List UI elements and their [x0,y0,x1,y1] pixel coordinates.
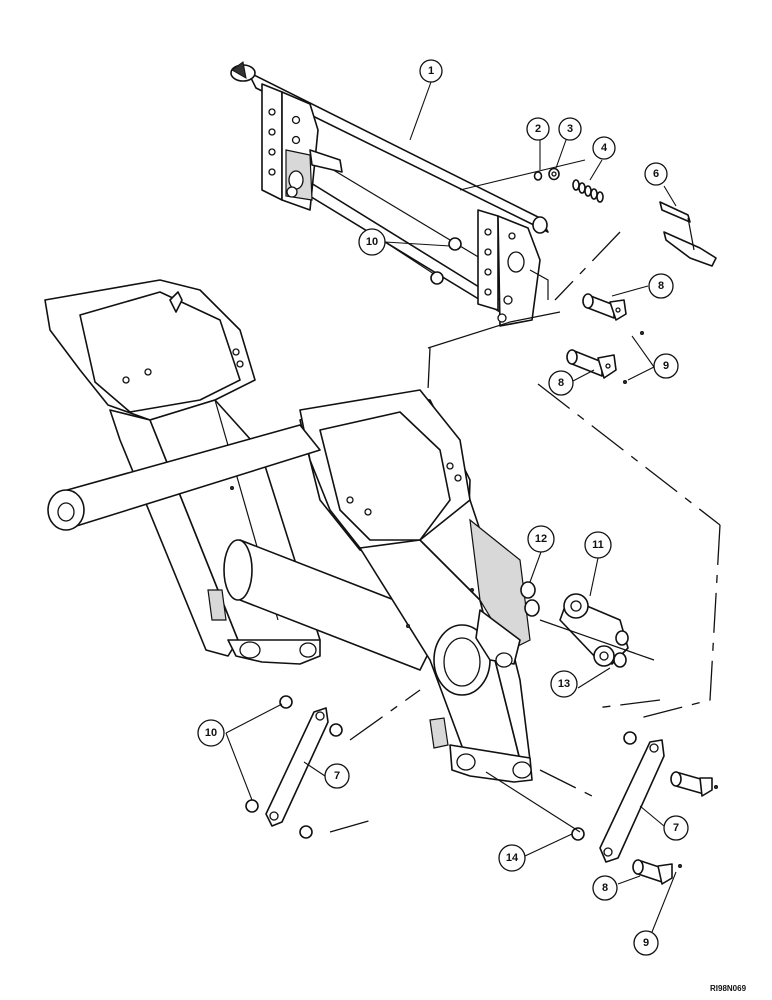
callout-10-lower: 10 [197,719,225,747]
callout-2: 2 [526,117,550,141]
callouts: 1 2 3 4 6 10 8 8 9 12 11 13 10 7 7 14 8 … [197,59,689,956]
upper-pins [427,293,644,384]
svg-text:13: 13 [558,678,570,690]
svg-text:1: 1 [428,65,434,77]
svg-text:3: 3 [567,123,573,135]
lower-link-parts [245,695,718,885]
svg-text:10: 10 [366,236,378,248]
svg-text:11: 11 [592,539,604,551]
part-4-spring [572,179,604,203]
svg-text:7: 7 [334,770,340,782]
part-2-pin [533,171,543,181]
svg-text:8: 8 [602,882,608,894]
callout-12: 12 [527,525,555,553]
callout-3: 3 [558,117,582,141]
svg-text:4: 4 [601,142,608,154]
part-14-washer [571,827,585,841]
callout-7-right: 7 [663,815,689,841]
callout-9-lower: 9 [633,930,659,956]
svg-text:12: 12 [535,533,547,545]
callout-14: 14 [498,844,526,872]
svg-text:6: 6 [653,168,659,180]
assembly-lines [329,231,721,833]
upper-small-parts [430,159,717,285]
svg-text:9: 9 [663,360,669,372]
svg-text:8: 8 [558,377,564,389]
callout-13: 13 [550,670,578,698]
callout-6: 6 [644,162,668,186]
callout-8-upper-a: 8 [648,273,674,299]
svg-text:8: 8 [658,280,664,292]
callout-7-left: 7 [324,763,350,789]
svg-text:2: 2 [535,123,541,135]
part-10-upper-washer-a [448,237,462,251]
callout-9-upper: 9 [653,353,679,379]
loader-boom-frame [44,279,533,783]
callout-4: 4 [592,136,616,160]
quick-attach-frame [230,61,549,327]
part-10-upper-washer-b [430,271,444,285]
svg-text:14: 14 [506,852,519,864]
svg-text:9: 9 [643,937,649,949]
callout-11: 11 [584,531,612,559]
svg-text:7: 7 [673,822,679,834]
link-11-assembly [520,581,655,668]
part-6-handle [659,201,717,267]
callout-8-upper-b: 8 [548,370,574,396]
callout-10-upper: 10 [358,228,386,256]
callout-1: 1 [419,59,443,83]
svg-text:10: 10 [205,727,217,739]
figure-reference: RI98N069 [710,984,747,993]
callout-8-lower: 8 [592,875,618,901]
